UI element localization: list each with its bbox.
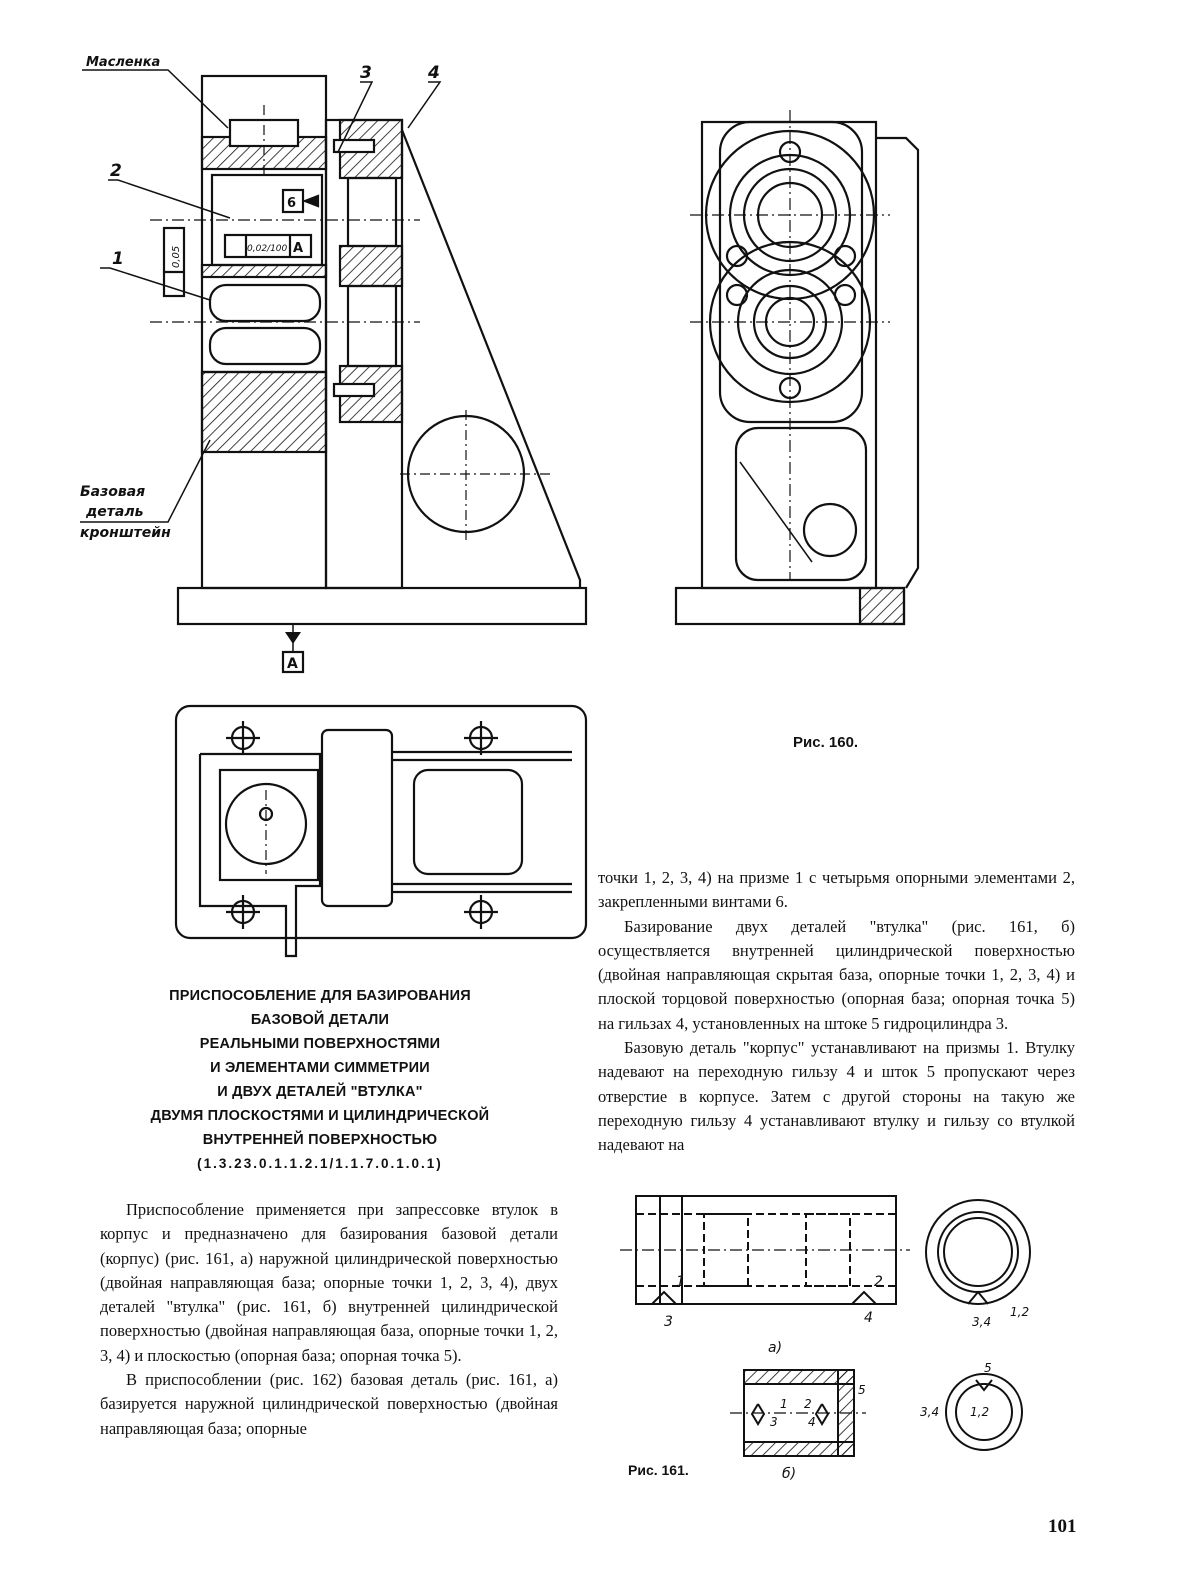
fig160-caption: Рис. 160. (793, 734, 859, 751)
fig161b-drawing (730, 1369, 1023, 1457)
fig161a-label-3: 3 (664, 1314, 673, 1330)
fig160-front-view (80, 69, 588, 674)
label-oiler: Масленка (86, 55, 160, 70)
heading-line: БАЗОВОЙ ДЕТАЛИ (250, 1012, 390, 1028)
fig160-side-view (674, 110, 920, 626)
section-heading: ПРИСПОСОБЛЕНИЕ ДЛЯ БАЗИРОВАНИЯ БАЗОВОЙ Д… (110, 984, 530, 1176)
label-tolerance-coax: 0,05 (171, 246, 182, 268)
label-3: 3 (360, 63, 372, 83)
fig161b-label-12: 1,2 (970, 1405, 989, 1419)
fig161a-label-4: 4 (864, 1310, 873, 1326)
label-1: 1 (112, 249, 124, 269)
heading-line: И ДВУХ ДЕТАЛЕЙ "ВТУЛКА" (217, 1084, 423, 1100)
heading-line: ПРИСПОСОБЛЕНИЕ ДЛЯ БАЗИРОВАНИЯ (169, 988, 471, 1004)
fig161a-label-1: 1 (676, 1274, 685, 1290)
left-paragraph-2: В приспособлении (рис. 162) базовая дета… (100, 1370, 558, 1438)
fig161b-label-b: б) (782, 1466, 796, 1482)
fig161b-label-34: 3,4 (920, 1405, 939, 1419)
fig161b-label-3: 3 (770, 1415, 778, 1429)
label-tolerance-perp: 0,02/100 (247, 244, 288, 254)
label-datum-a-frame: A (293, 241, 303, 256)
heading-line: И ЭЛЕМЕНТАМИ СИММЕТРИИ (210, 1060, 430, 1076)
fig161a-label-34: 3,4 (972, 1315, 991, 1329)
heading-line: РЕАЛЬНЫМИ ПОВЕРХНОСТЯМИ (199, 1036, 441, 1052)
fig160-plan-view (174, 704, 588, 958)
page-number: 101 (1048, 1516, 1077, 1537)
label-base-part-1: Базовая (80, 484, 145, 500)
label-2: 2 (110, 161, 122, 181)
label-ref-6: 6 (287, 196, 296, 211)
fig161b-label-5-top: 5 (984, 1361, 992, 1375)
fig161a-label-a: а) (768, 1340, 782, 1356)
fig161b-label-2: 2 (804, 1397, 812, 1411)
right-paragraph-2: Базирование двух деталей "втулка" (рис. … (598, 916, 1075, 1033)
right-paragraph-1: точки 1, 2, 3, 4) на призме 1 с четырьмя… (598, 868, 1075, 912)
label-datum-a: A (287, 656, 298, 672)
heading-line: ДВУМЯ ПЛОСКОСТЯМИ И ЦИЛИНДРИЧЕСКОЙ (150, 1108, 490, 1124)
label-bracket: кронштейн (80, 525, 171, 541)
right-paragraph-3: Базовую деталь "корпус" устанавливают на… (598, 1038, 1075, 1155)
fig161a-drawing (620, 1195, 1031, 1305)
label-base-part-2: деталь (85, 504, 144, 520)
fig161-caption: Рис. 161. (628, 1462, 689, 1478)
fig161b-label-4: 4 (808, 1415, 816, 1429)
fig161b-label-1: 1 (780, 1397, 788, 1411)
fig161a-label-2: 2 (874, 1274, 883, 1290)
fig161b-label-5: 5 (858, 1383, 866, 1397)
label-4: 4 (427, 63, 440, 83)
fig161a-label-12: 1,2 (1010, 1305, 1029, 1319)
heading-line: ВНУТРЕННЕЙ ПОВЕРХНОСТЬЮ (202, 1132, 438, 1148)
left-column-text: Приспособление применяется при запрессов… (100, 1198, 558, 1441)
heading-classification-code: (1.3.23.0.1.1.2.1/1.1.7.0.1.0.1) (197, 1156, 443, 1171)
left-paragraph-1: Приспособление применяется при запрессов… (100, 1200, 558, 1365)
right-column-text: точки 1, 2, 3, 4) на призме 1 с четырьмя… (598, 866, 1075, 1158)
